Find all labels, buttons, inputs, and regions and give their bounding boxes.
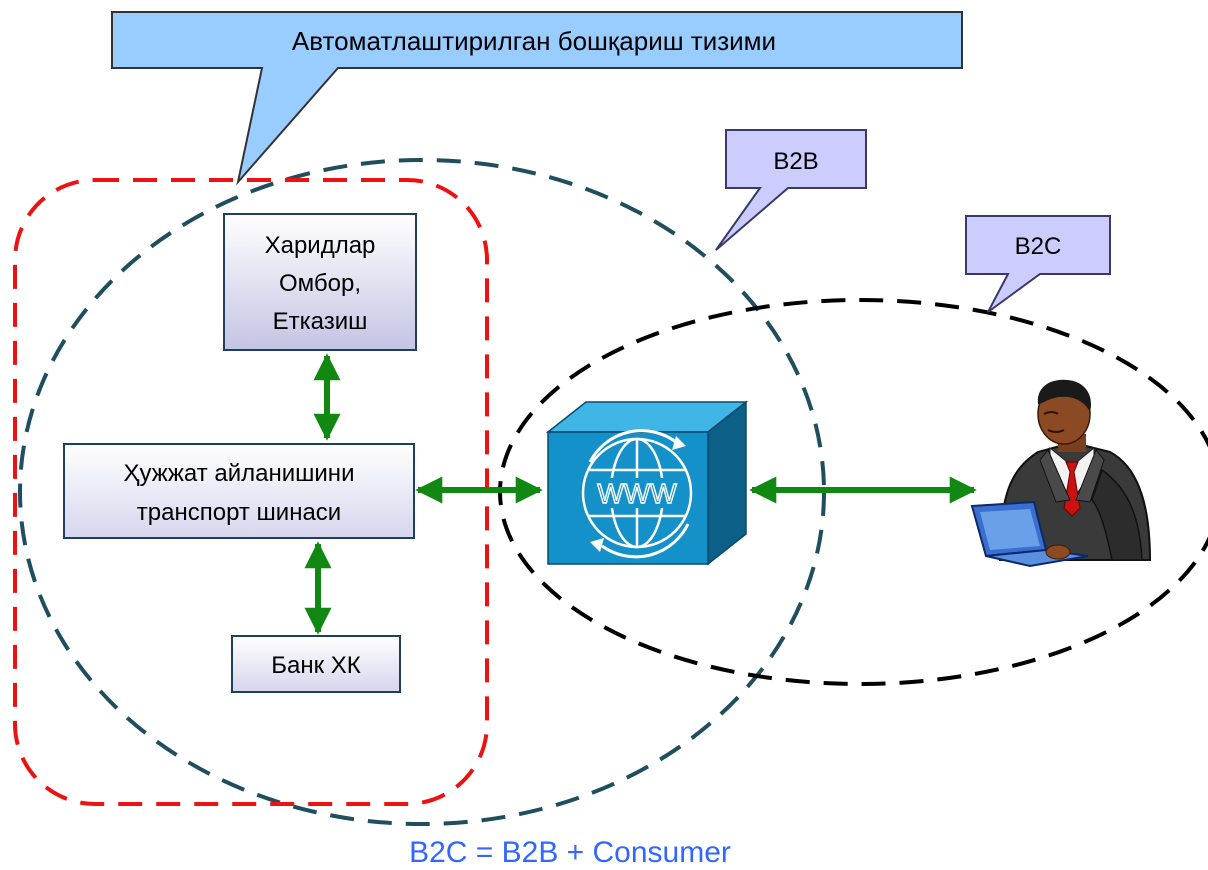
purchasing-warehouse-delivery-box: Харидлар Омбор, Етказиш xyxy=(223,213,417,351)
b2c-callout-label: B2C xyxy=(1015,233,1062,260)
b2c-callout: B2C xyxy=(965,215,1111,313)
b2b-callout-label: B2B xyxy=(773,148,818,175)
purchasing-line-3: Етказиш xyxy=(273,308,368,335)
b2c-formula-caption: B2C = B2B + Consumer xyxy=(409,836,731,869)
bank-box: Банк ХК xyxy=(231,635,401,693)
connector-arrows xyxy=(304,353,977,635)
purchasing-line-2: Омбор, xyxy=(279,270,361,297)
document-transport-bus-box: Ҳужжат айланишини транспорт шинаси xyxy=(63,443,415,539)
system-callout-label: Автоматлаштирилган бошқариш тизими xyxy=(292,26,776,56)
transport-bus-line-2: транспорт шинаси xyxy=(137,499,341,526)
purchasing-line-1: Харидлар xyxy=(265,232,376,259)
system-callout: Автоматлаштирилган бошқариш тизими xyxy=(111,11,963,186)
www-label: WWW xyxy=(597,478,677,509)
b2b-callout: B2B xyxy=(715,129,867,251)
businessman-laptop-icon xyxy=(970,379,1152,568)
www-globe-cube-icon: WWW xyxy=(545,400,749,566)
transport-bus-line-1: Ҳужжат айланишини xyxy=(124,460,355,487)
bank-label: Банк ХК xyxy=(271,652,361,679)
